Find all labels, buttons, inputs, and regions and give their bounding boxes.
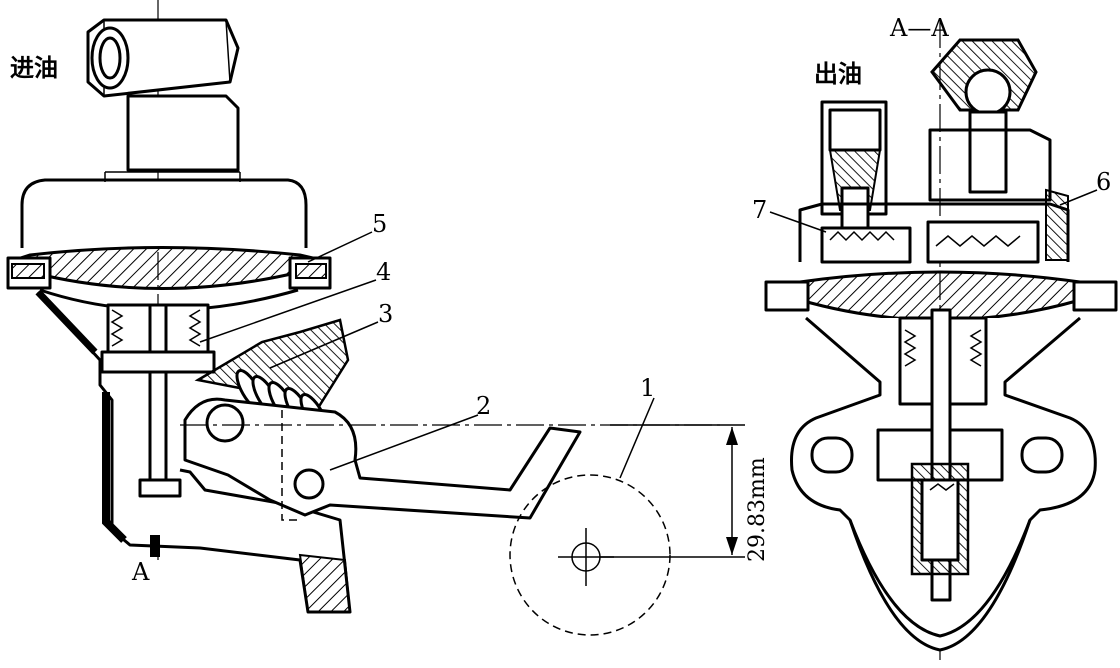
part-label-4: 4 [376,258,391,286]
part-label-6: 6 [1096,168,1111,196]
lower-housing [790,308,1097,652]
part-label-1: 1 [640,374,655,402]
plunger-spring [100,303,216,498]
upper-cover [20,171,308,248]
valve-chamber [798,202,1070,264]
inlet-label: 进油 [10,54,58,82]
leader-lines-left [199,231,655,479]
part-label-2: 2 [476,392,491,420]
outlet-label: 出油 [814,60,862,88]
part-label-7: 7 [752,196,767,224]
return-spring [194,318,350,435]
part-label-3: 3 [378,300,393,328]
dimension-29-83 [600,424,745,558]
inlet-fitting [86,18,240,172]
lower-body [35,289,352,614]
dimension-label: 29.83mm [745,457,770,562]
side-view [6,0,745,636]
outlet-fitting [820,100,888,230]
diaphragm-section [764,270,1118,322]
section-mark: A [131,558,150,586]
part-label-5: 5 [372,210,387,238]
diaphragm-assembly [6,246,332,312]
section-title: A—A [889,14,949,42]
inlet-fitting-section [928,38,1069,261]
section-view-a-a [764,20,1118,660]
